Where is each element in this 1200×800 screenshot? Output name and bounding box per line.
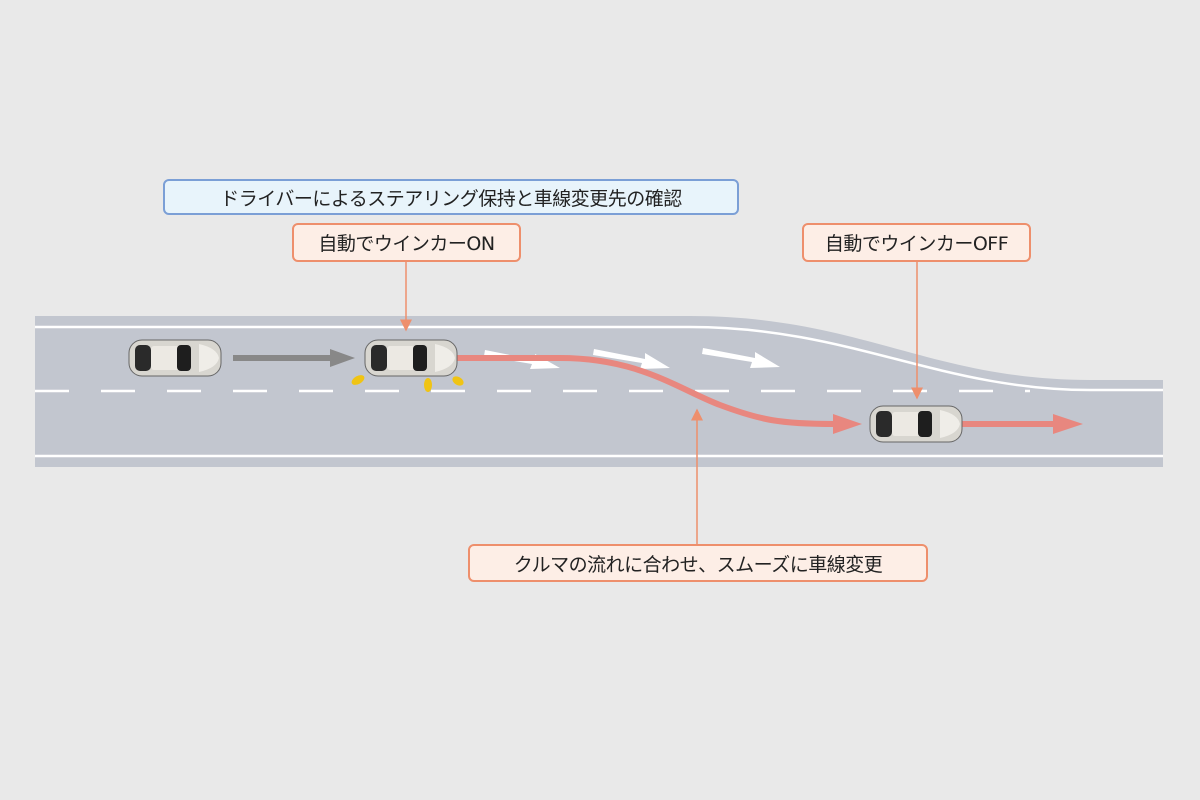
arrowhead-gray xyxy=(330,349,355,367)
blinker-lights xyxy=(351,375,464,392)
blinker-on-label: 自動でウインカーON xyxy=(292,223,521,262)
car-start xyxy=(128,339,222,377)
blinker-off-label: 自動でウインカーOFF xyxy=(802,223,1031,262)
road-surface xyxy=(35,316,1163,467)
arrowhead-path-1 xyxy=(833,414,862,434)
car-blinker-on xyxy=(364,339,458,377)
arrowhead-path-2 xyxy=(1053,414,1083,434)
smooth-lane-change-label: クルマの流れに合わせ、スムーズに車線変更 xyxy=(468,544,928,582)
road-edge-line-top xyxy=(35,325,1163,392)
lane-change-path xyxy=(455,355,836,427)
driver-confirm-label: ドライバーによるステアリング保持と車線変更先の確認 xyxy=(163,179,739,215)
car-blinker-off xyxy=(869,405,963,443)
